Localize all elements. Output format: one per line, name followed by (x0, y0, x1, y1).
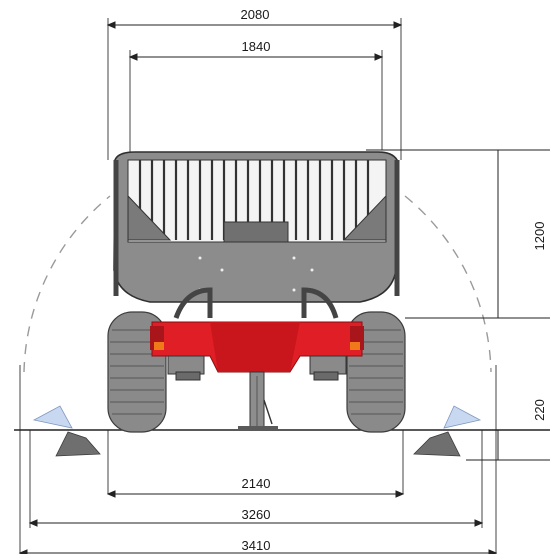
dim-label-3410: 3410 (242, 538, 271, 553)
dim-label-220: 220 (532, 399, 547, 421)
dim-label-1840: 1840 (242, 39, 271, 54)
dim-label-2140: 2140 (242, 476, 271, 491)
vertical-dimensions (366, 149, 550, 461)
right-grapple (413, 405, 482, 457)
support-leg (238, 371, 278, 431)
left-grapple (32, 405, 101, 457)
axle-supports (167, 355, 347, 381)
dim-label-2080: 2080 (241, 7, 270, 22)
reach-arc (23, 195, 492, 373)
dim-label-1200: 1200 (532, 222, 547, 251)
red-chassis (150, 321, 364, 373)
dimension-lines (18, 21, 498, 554)
cargo-body (113, 151, 400, 319)
dim-label-3260: 3260 (242, 507, 271, 522)
